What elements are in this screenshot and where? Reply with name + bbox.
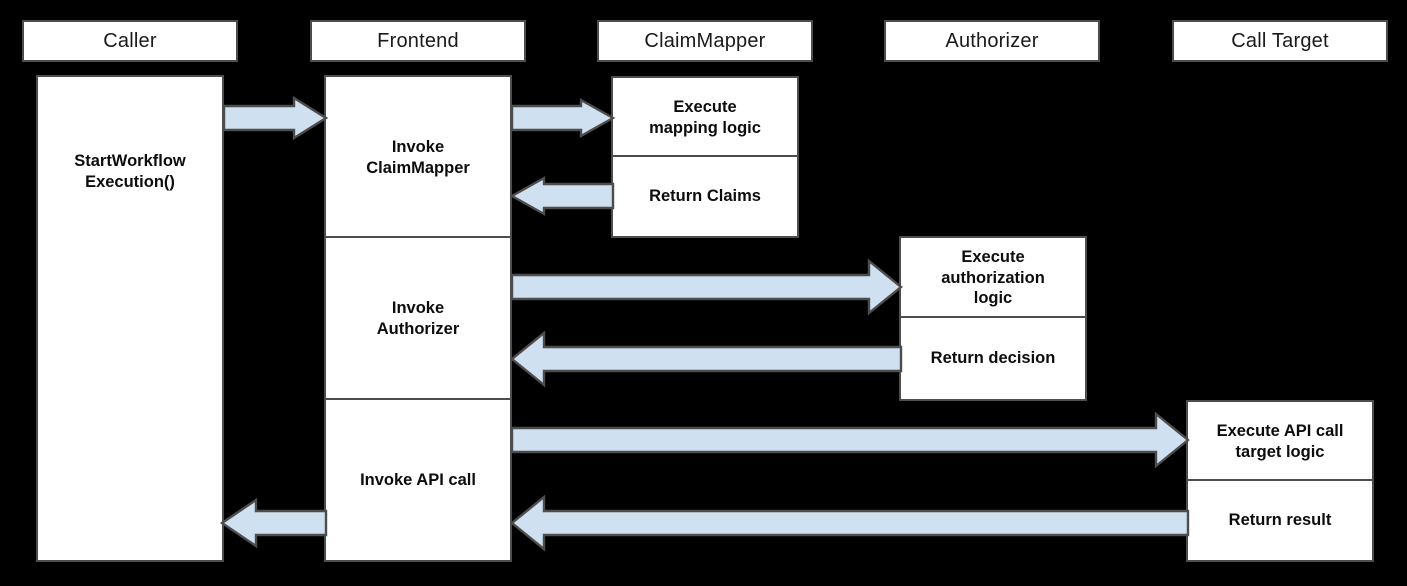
activation-authorizer-label-1: Return decision xyxy=(930,349,1056,368)
activation-frontend-divider-0 xyxy=(326,236,510,238)
message-arrow-frontend-to-caller xyxy=(219,497,328,549)
message-arrow-caller-to-frontend xyxy=(222,95,329,141)
lifeline-header-frontend: Frontend xyxy=(310,20,526,62)
activation-claimmapper-divider-0 xyxy=(613,155,797,157)
activation-claimmapper-cell-1: Return Claims xyxy=(613,157,797,236)
message-arrow-frontend-to-authorizer xyxy=(510,258,903,316)
lifeline-header-claimmapper-label: ClaimMapper xyxy=(644,29,766,52)
message-arrow-frontend-to-claimmapper xyxy=(510,97,616,139)
activation-frontend-cell-2: Invoke API call xyxy=(326,400,510,560)
message-arrow-authorizer-to-frontend xyxy=(510,330,903,388)
lifeline-header-caller-label: Caller xyxy=(103,29,157,52)
lifeline-header-calltarget: Call Target xyxy=(1172,20,1388,62)
lifeline-header-authorizer: Authorizer xyxy=(884,20,1100,62)
message-arrow-frontend-to-calltarget xyxy=(510,411,1190,469)
activation-authorizer-divider-0 xyxy=(901,316,1085,318)
activation-calltarget-cell-1: Return result xyxy=(1188,481,1372,560)
lifeline-header-frontend-label: Frontend xyxy=(377,29,459,52)
lifeline-header-claimmapper: ClaimMapper xyxy=(597,20,813,62)
activation-frontend-label-2: Invoke API call xyxy=(360,470,476,489)
lifeline-header-authorizer-label: Authorizer xyxy=(945,29,1039,52)
activation-claimmapper-label-1: Return Claims xyxy=(649,187,761,206)
lifeline-header-calltarget-label: Call Target xyxy=(1231,29,1329,52)
activation-calltarget-label-1: Return result xyxy=(1228,511,1332,530)
lifeline-header-caller: Caller xyxy=(22,20,238,62)
activation-frontend-divider-1 xyxy=(326,398,510,400)
message-arrow-calltarget-to-frontend xyxy=(510,494,1190,552)
activation-authorizer-cell-1: Return decision xyxy=(901,318,1085,399)
message-arrow-claimmapper-to-frontend xyxy=(509,175,615,217)
activation-calltarget-divider-0 xyxy=(1188,479,1372,481)
